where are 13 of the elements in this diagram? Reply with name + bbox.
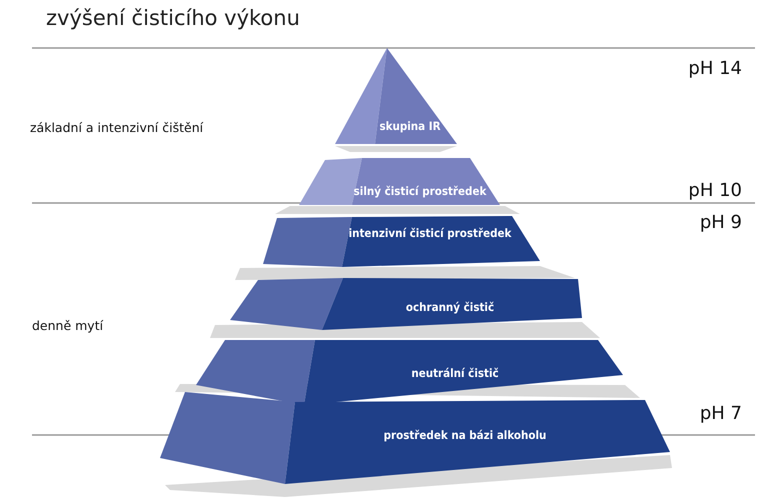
diagram-title: zvýšení čisticího výkonu <box>46 6 300 30</box>
layer-label: silný čisticí prostředek <box>352 184 488 200</box>
layer-label: neutrální čistič <box>410 366 500 382</box>
ph-value-label: pH 9 <box>700 212 742 233</box>
layer-label: prostředek na bázi alkoholu <box>382 428 548 444</box>
layer-label: intenzivní čisticí prostředek <box>348 226 512 242</box>
ph-value-label: pH 14 <box>688 58 742 79</box>
ph-value-label: pH 7 <box>700 403 742 424</box>
category-label: denně mytí <box>32 318 104 333</box>
layer-label: skupina IR <box>378 119 442 135</box>
category-label: základní a intenzivní čištění <box>30 120 204 135</box>
layer-label: ochranný čistič <box>404 300 496 316</box>
ph-value-label: pH 10 <box>688 180 742 201</box>
